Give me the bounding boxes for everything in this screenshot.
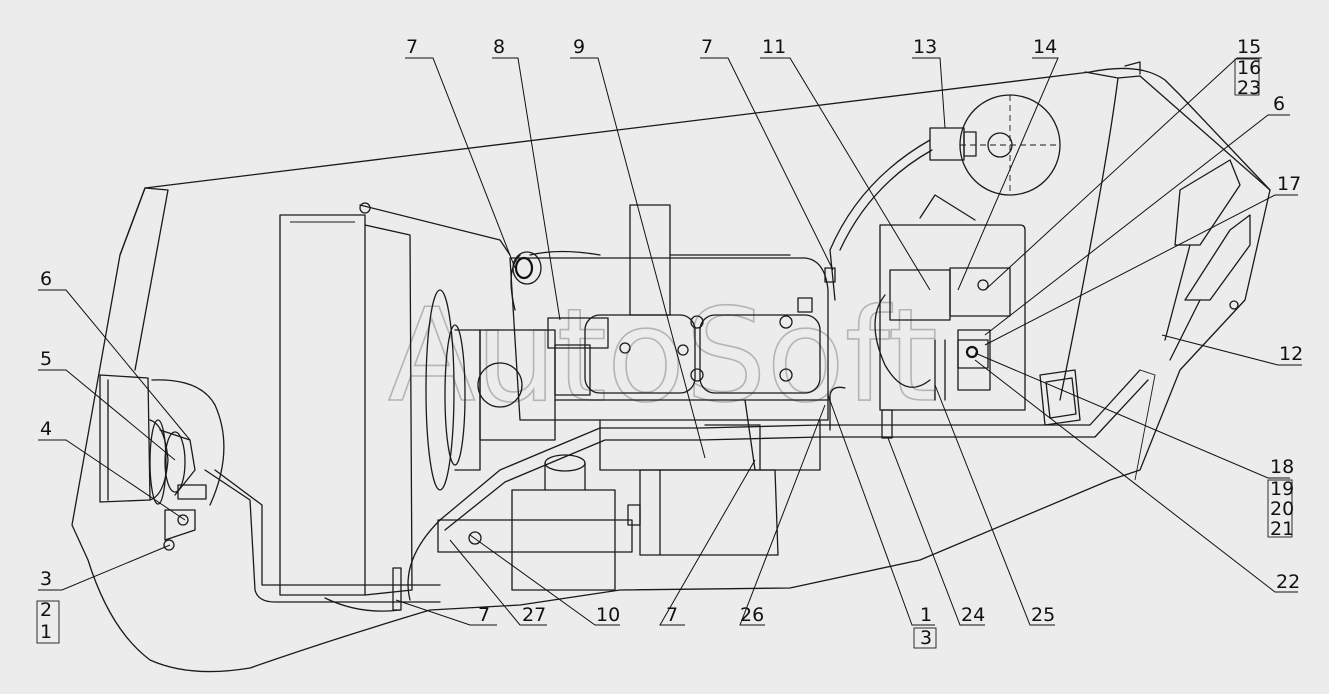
callout-7-a: 7 [406, 36, 418, 58]
callout-12: 12 [1279, 343, 1303, 365]
callout-box-1-2 [36, 600, 60, 644]
callout-15: 15 [1237, 36, 1261, 58]
callout-7-c: 7 [666, 604, 678, 626]
callout-18: 18 [1270, 456, 1294, 478]
callout-6-right: 6 [1273, 93, 1285, 115]
leader-lines [38, 57, 1302, 626]
callout-labels: 7 8 9 7 11 13 14 15 16 23 6 17 12 18 19 … [36, 36, 1303, 649]
callout-27: 27 [522, 604, 546, 626]
callout-1-b: 1 [920, 604, 932, 626]
starter-motor [627, 399, 779, 556]
callout-22: 22 [1276, 571, 1300, 593]
callout-17: 17 [1277, 173, 1301, 195]
callout-24: 24 [961, 604, 985, 626]
callout-8: 8 [493, 36, 505, 58]
horn-assembly [99, 374, 225, 551]
callout-21: 21 [1270, 518, 1294, 540]
control-boxes [874, 194, 1026, 411]
engine-block [509, 204, 831, 471]
callout-20: 20 [1270, 498, 1294, 520]
callout-19: 19 [1270, 478, 1294, 500]
radiator [279, 202, 511, 596]
callout-13: 13 [913, 36, 937, 58]
hood-outline [71, 61, 1271, 673]
callout-3-b: 3 [920, 627, 932, 649]
callout-box-19-21 [1267, 479, 1293, 538]
callout-7-d: 7 [478, 604, 490, 626]
sensor-gauge [824, 94, 1061, 301]
callout-6-left: 6 [40, 268, 52, 290]
callout-25: 25 [1031, 604, 1055, 626]
callout-box-3-b [913, 627, 937, 649]
callout-1: 1 [40, 621, 52, 643]
rear-connectors [1039, 159, 1251, 426]
callout-14: 14 [1033, 36, 1057, 58]
callout-7-b: 7 [701, 36, 713, 58]
callout-11: 11 [762, 36, 786, 58]
callout-4: 4 [40, 418, 52, 440]
callout-10: 10 [596, 604, 620, 626]
callout-26: 26 [740, 604, 764, 626]
watermark: AutoSoft [388, 282, 938, 431]
callout-2: 2 [40, 599, 52, 621]
callout-3: 3 [40, 568, 52, 590]
reservoir [511, 454, 616, 591]
callout-9: 9 [573, 36, 585, 58]
callout-23: 23 [1237, 77, 1261, 99]
callout-box-16-23 [1234, 58, 1260, 96]
callout-16: 16 [1237, 57, 1261, 79]
fan-pulley [425, 289, 556, 491]
callout-5: 5 [40, 348, 52, 370]
